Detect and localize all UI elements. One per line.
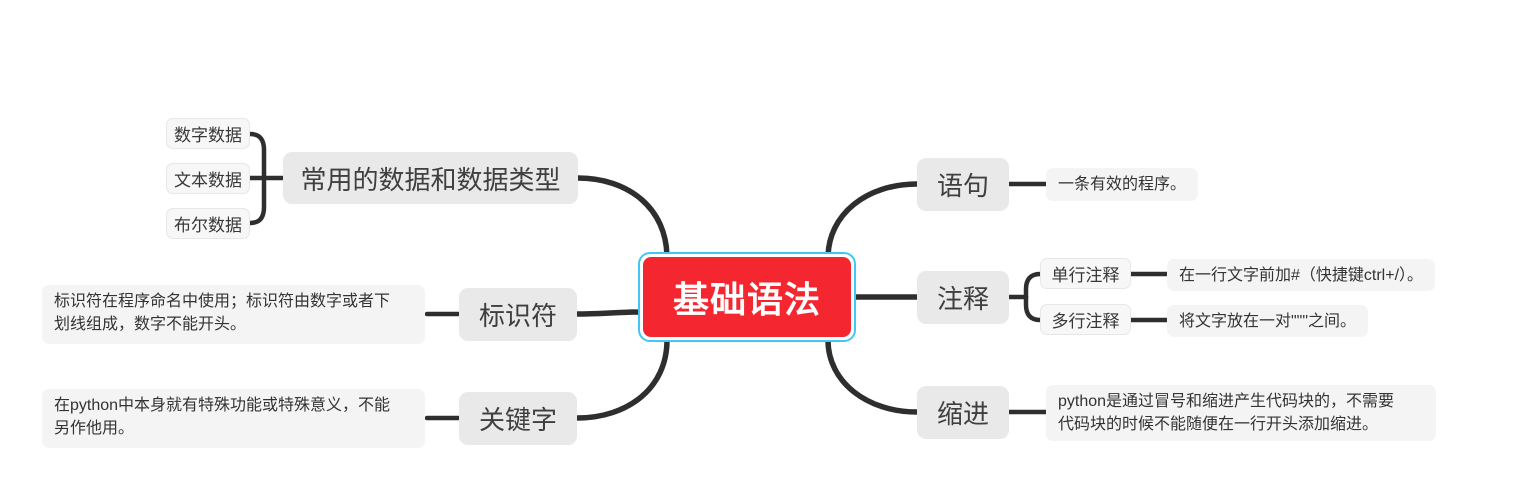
note-single-line-comment[interactable]: 在一行文字前加#（快捷键ctrl+/）。 — [1167, 259, 1436, 291]
edge-central-identifier — [574, 309, 645, 317]
branch-comment[interactable]: 注释 — [917, 271, 1009, 324]
branch-data-types[interactable]: 常用的数据和数据类型 — [283, 152, 578, 204]
central-topic[interactable]: 基础语法 — [638, 252, 856, 342]
edge-central-keyword — [574, 337, 670, 421]
central-topic-label: 基础语法 — [643, 257, 851, 337]
note-keyword[interactable]: 在python中本身就有特殊功能或特殊意义，不能 另作他用。 — [42, 389, 425, 448]
subtopic-number-data[interactable]: 数字数据 — [166, 118, 250, 149]
note-statement[interactable]: 一条有效的程序。 — [1046, 168, 1199, 201]
subtopic-bool-data[interactable]: 布尔数据 — [166, 208, 250, 239]
edge-bracket-bool-data — [247, 175, 267, 226]
note-multi-line-comment[interactable]: 将文字放在一对"""之间。 — [1167, 305, 1369, 337]
subtopic-text-data[interactable]: 文本数据 — [166, 163, 250, 194]
subtopic-single-line-comment[interactable]: 单行注释 — [1040, 258, 1131, 289]
edge-central-datatypes — [575, 175, 670, 261]
edge-central-statement — [825, 181, 920, 261]
subtopic-multi-line-comment[interactable]: 多行注释 — [1040, 304, 1131, 335]
edge-bracket-multi-comment — [1023, 294, 1043, 323]
branch-keyword[interactable]: 关键字 — [459, 392, 577, 445]
note-indent[interactable]: python是通过冒号和缩进产生代码块的，不需要 代码块的时候不能随便在一行开头… — [1046, 385, 1436, 441]
edge-bracket-number-data — [247, 131, 267, 181]
edge-central-indent — [825, 337, 920, 415]
note-identifier[interactable]: 标识符在程序命名中使用；标识符由数字或者下 划线组成，数字不能开头。 — [42, 285, 425, 344]
branch-indent[interactable]: 缩进 — [917, 386, 1009, 439]
edge-bracket-single-comment — [1023, 271, 1043, 300]
branch-identifier[interactable]: 标识符 — [459, 288, 577, 341]
branch-statement[interactable]: 语句 — [917, 158, 1009, 211]
